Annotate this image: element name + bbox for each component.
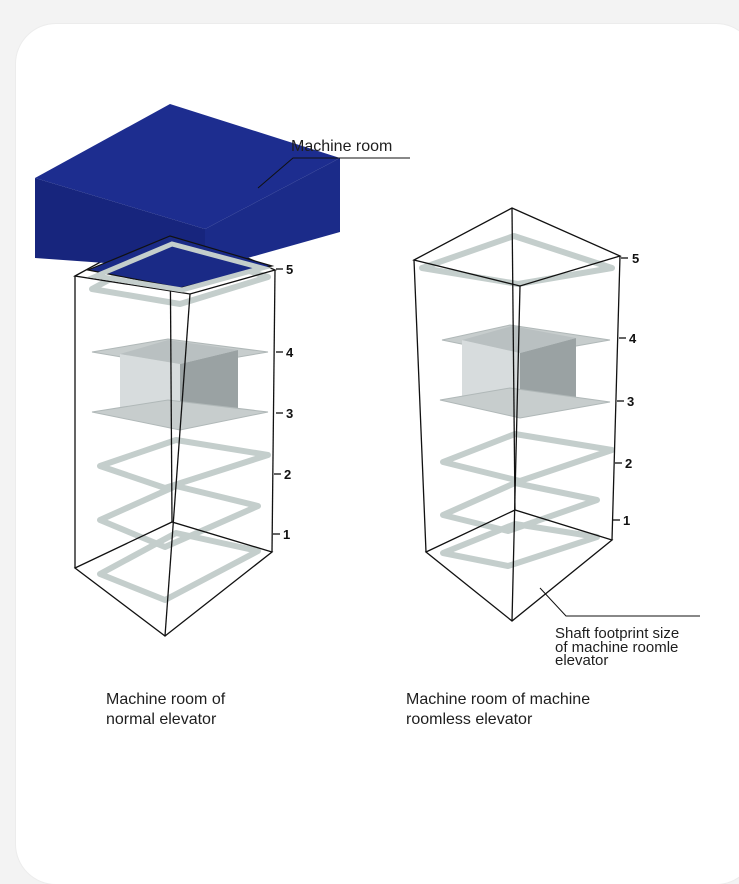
machine-room-side bbox=[205, 158, 340, 270]
left-floor-ring-1-bottom bbox=[97, 530, 261, 603]
left-floor-label-1: 1 bbox=[283, 527, 290, 542]
left-car-floor-plate-bottom bbox=[91, 399, 269, 431]
left-floor-ticks bbox=[273, 268, 283, 535]
left-shaft-bottom bbox=[73, 521, 274, 637]
right-floor-ring-5 bbox=[419, 233, 615, 287]
left-car-top bbox=[120, 340, 238, 364]
left-floor-label-3: 3 bbox=[286, 406, 293, 421]
left-floor-label-2: 2 bbox=[284, 467, 291, 482]
shaft-footprint-label-line-2: of machine roomle bbox=[555, 639, 678, 656]
right-caption-line-1: Machine room of machine bbox=[406, 691, 590, 708]
shaft-footprint-label-line-1: Shaft footprint size bbox=[555, 625, 679, 642]
right-floor-ring-2 bbox=[440, 431, 615, 484]
machine-room-leader-line bbox=[257, 157, 410, 189]
right-elevator-car bbox=[439, 324, 611, 419]
machine-room-box bbox=[35, 104, 340, 293]
machine-room-floor-ring bbox=[87, 241, 272, 293]
left-edge-front bbox=[164, 293, 191, 637]
right-edge-back bbox=[511, 207, 516, 511]
right-floor-rings bbox=[419, 233, 615, 569]
right-caption-line-2: roomless elevator bbox=[406, 711, 533, 728]
right-floor-label-1: 1 bbox=[623, 513, 630, 528]
shaft-footprint-leader-line bbox=[539, 587, 700, 617]
right-floor-label-5: 5 bbox=[632, 251, 639, 266]
right-shaft-bottom bbox=[424, 509, 614, 622]
right-shaft-frame bbox=[412, 207, 622, 622]
elevator-comparison-diagram: 5 4 3 2 1 Machine room bbox=[35, 104, 700, 728]
left-floor-label-4: 4 bbox=[286, 345, 294, 360]
right-floor-ring-1-bottom bbox=[440, 521, 600, 569]
right-edge-right bbox=[611, 255, 621, 541]
left-floor-ring-1 bbox=[97, 483, 261, 550]
left-floor-ring-2 bbox=[97, 437, 271, 491]
right-car-floor-plate-bottom bbox=[439, 387, 611, 419]
left-shaft: 5 4 3 2 1 Machine room bbox=[35, 104, 410, 637]
right-floor-label-4: 4 bbox=[629, 331, 637, 346]
right-edge-left bbox=[413, 259, 427, 553]
machine-room-label: Machine room bbox=[291, 138, 392, 155]
left-floor-label-5: 5 bbox=[286, 262, 293, 277]
right-floor-label-2: 2 bbox=[625, 456, 632, 471]
left-elevator-car bbox=[91, 338, 269, 431]
machine-room-bottom-opening bbox=[85, 235, 275, 289]
shaft-footprint-label-line-3: elevator bbox=[555, 652, 608, 669]
right-floor-ticks bbox=[613, 257, 628, 521]
left-edge-right bbox=[271, 269, 276, 553]
right-shaft-top bbox=[412, 207, 622, 287]
left-caption-line-1: Machine room of bbox=[106, 691, 226, 708]
machine-room-top bbox=[35, 104, 340, 229]
right-edge-front bbox=[511, 285, 521, 622]
right-floor-ring-1 bbox=[440, 480, 600, 534]
right-shaft: 5 4 3 2 1 Shaft footprint size of machin… bbox=[412, 207, 700, 669]
right-floor-label-3: 3 bbox=[627, 394, 634, 409]
left-caption-line-2: normal elevator bbox=[106, 711, 217, 728]
